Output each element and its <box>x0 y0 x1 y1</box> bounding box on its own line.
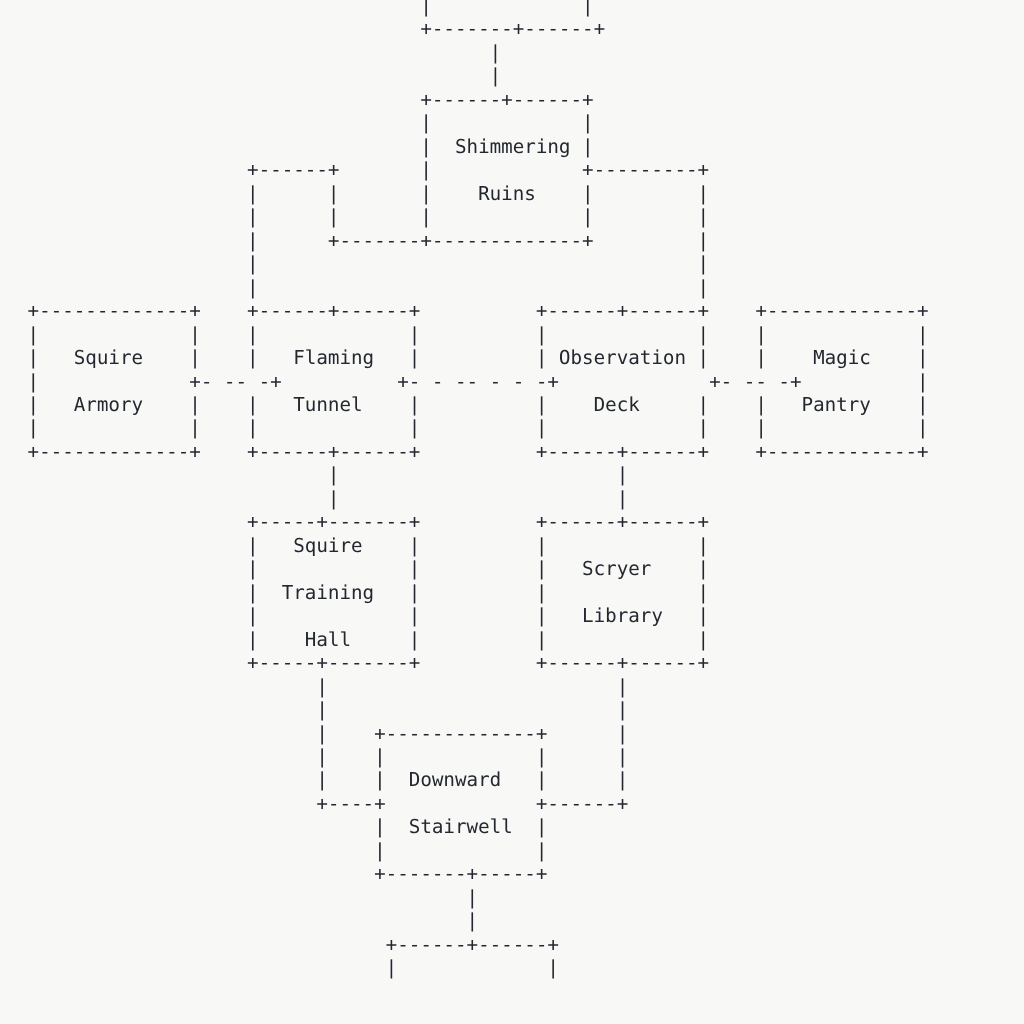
ascii-dungeon-map: | | +-------+------+ | | +------+--- <box>27 0 929 980</box>
